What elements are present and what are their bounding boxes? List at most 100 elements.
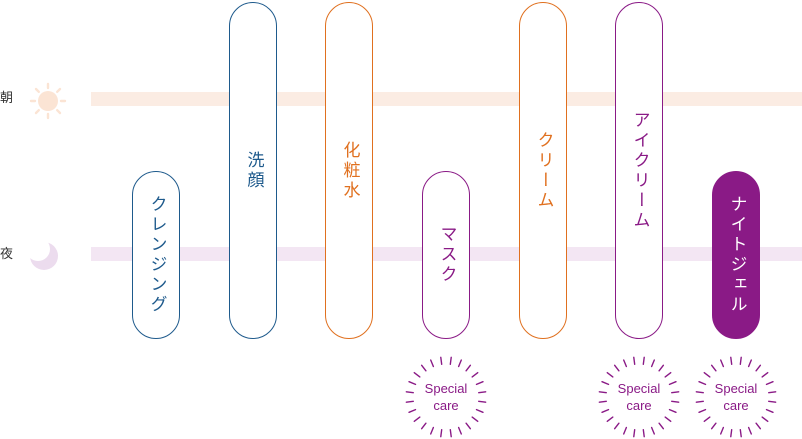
special-care-text: Special care [404,380,488,414]
step-night-gel: ナイトジェル [712,171,760,339]
starburst-ray [768,400,777,403]
starburst-ray [755,422,762,430]
starburst-ray [642,356,645,365]
starburst-ray [465,364,472,372]
step-label: 洗顔 [243,150,264,191]
starburst-ray [471,416,479,423]
starburst-ray [761,416,769,423]
morning-band [91,92,802,106]
starburst-ray [465,422,472,430]
starburst-ray [671,391,680,394]
step-label: ナイトジェル [726,195,747,315]
sun-icon [29,82,67,120]
starburst-ray [719,359,725,368]
morning-label: 朝 [0,91,14,106]
starburst-ray [440,356,443,365]
starburst-ray [405,400,414,403]
starburst-ray [671,400,680,403]
starburst-ray [698,380,707,386]
starburst-ray [739,356,742,365]
starburst-ray [650,359,656,368]
starburst-ray [601,408,610,414]
starburst-icon [598,356,680,438]
special-care-badge-eye-cream: Special care [597,355,681,439]
starburst-ray [668,380,677,386]
starburst-ray [475,380,484,386]
starburst-ray [710,422,717,430]
starburst-ray [747,426,753,435]
special-care-text: Special care [694,380,778,414]
step-label: 化粧水 [339,140,360,201]
starburst-ray [768,391,777,394]
starburst-ray [405,391,414,394]
night-label: 夜 [0,247,14,262]
starburst-ray [475,408,484,414]
starburst-ray [761,371,769,378]
starburst-ray [613,364,620,372]
starburst-ray [413,371,421,378]
starburst-ray [755,364,762,372]
special-care-badge-night-gel: Special care [694,355,778,439]
starburst-ray [601,380,610,386]
starburst-ray [668,408,677,414]
step-eye-cream: アイクリーム [615,2,663,339]
starburst-ray [658,364,665,372]
starburst-ray [650,426,656,435]
starburst-ray [698,408,707,414]
special-care-line1: Special [424,381,468,396]
starburst-ray [598,400,607,403]
special-care-text: Special care [597,380,681,414]
starburst-ray [471,371,479,378]
step-label: クレンジング [146,195,167,315]
starburst-ray [765,408,774,414]
starburst-ray [429,359,435,368]
starburst-ray [703,371,711,378]
starburst-ray [429,426,435,435]
special-care-line2: care [433,398,459,413]
special-care-badge-mask: Special care [404,355,488,439]
step-label: アイクリーム [629,110,650,231]
starburst-ray [633,356,636,365]
starburst-ray [695,391,704,394]
moon-icon [25,237,61,273]
starburst-ray [413,416,421,423]
starburst-ray [719,426,725,435]
starburst-ray [478,400,487,403]
step-face-wash: 洗顔 [229,2,277,339]
starburst-ray [613,422,620,430]
step-mask: マスク [422,171,470,339]
special-care-line1: Special [617,381,661,396]
starburst-ray [606,416,614,423]
starburst-ray [457,426,463,435]
starburst-ray [420,364,427,372]
starburst-ray [622,359,628,368]
starburst-ray [420,422,427,430]
special-care-line2: care [723,398,749,413]
step-label: クリーム [533,130,554,211]
starburst-ray [658,422,665,430]
starburst-ray [710,364,717,372]
starburst-ray [765,380,774,386]
special-care-line1: Special [714,381,758,396]
starburst-ray [408,380,417,386]
starburst-ray [478,391,487,394]
starburst-ray [747,359,753,368]
starburst-ray [457,359,463,368]
starburst-ray [703,416,711,423]
starburst-ray [730,356,733,365]
starburst-ray [606,371,614,378]
starburst-ray [408,408,417,414]
starburst-ray [598,391,607,394]
starburst-ray [664,371,672,378]
step-cream: クリーム [519,2,567,339]
starburst-ray [664,416,672,423]
step-label: マスク [436,225,457,285]
starburst-ray [449,356,452,365]
starburst-ray [695,400,704,403]
step-cleansing: クレンジング [132,171,180,339]
starburst-icon [695,356,777,438]
starburst-ray [622,426,628,435]
step-lotion: 化粧水 [325,2,373,339]
special-care-line2: care [626,398,652,413]
